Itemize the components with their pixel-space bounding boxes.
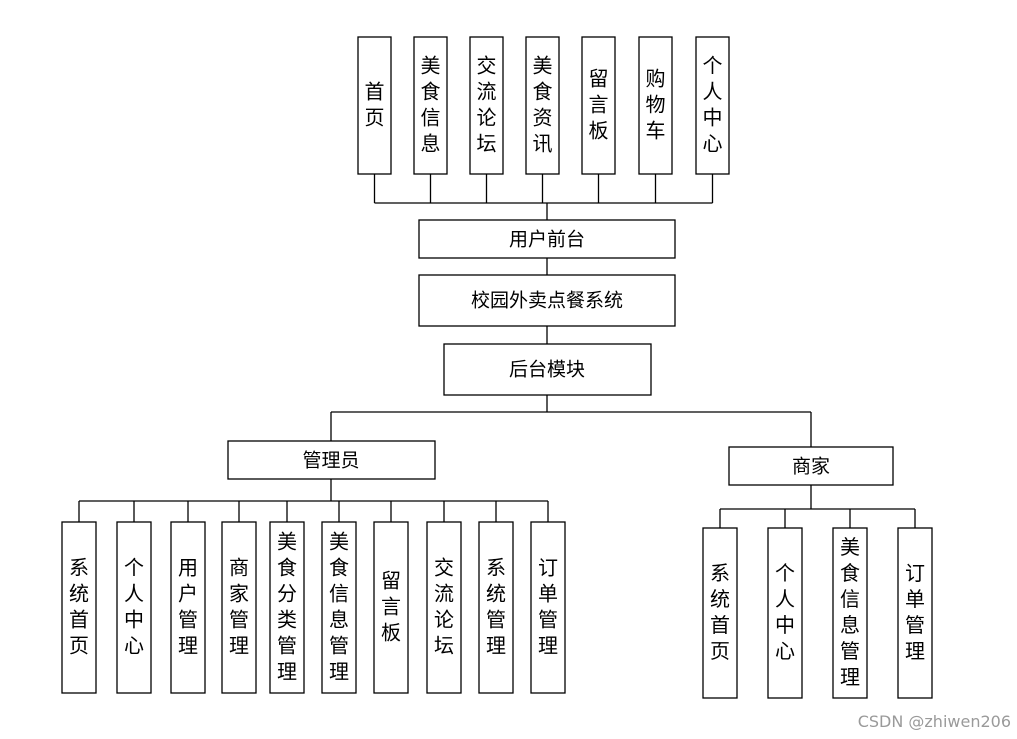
admin-module-label: 订单管理 (538, 555, 558, 657)
admin-module-10: 订单管理 (530, 521, 566, 694)
merchant-module-4: 订单管理 (897, 527, 933, 699)
top-module-label: 个人中心 (703, 53, 723, 155)
backend-node: 后台模块 (443, 343, 652, 396)
top-module-7: 个人中心 (695, 36, 730, 175)
merchant-module-2: 个人中心 (767, 527, 803, 699)
system-name-node: 校园外卖点餐系统 (418, 274, 676, 327)
admin-module-label: 交流论坛 (434, 555, 454, 657)
top-module-5: 留言板 (581, 36, 616, 175)
top-module-6: 购物车 (638, 36, 673, 175)
top-module-label: 首页 (365, 79, 385, 129)
admin-module-label: 美食信息管理 (329, 529, 349, 683)
admin-module-8: 交流论坛 (426, 521, 462, 694)
admin-label: 管理员 (302, 450, 359, 472)
admin-module-label: 系统首页 (69, 555, 89, 657)
top-module-label: 留言板 (589, 66, 609, 142)
merchant-module-1: 系统首页 (702, 527, 738, 699)
top-module-label: 美食信息 (421, 53, 441, 155)
admin-module-nodes: 系统首页 个人中心 用户管理 商家管理 美食分类管理 美食信息管理 留言板 交流论坛 系统管理 订… (61, 521, 566, 694)
user-frontend-node: 用户前台 (418, 219, 676, 259)
admin-module-label: 用户管理 (178, 555, 198, 657)
admin-module-label: 留言板 (381, 568, 401, 644)
admin-node: 管理员 (227, 440, 436, 480)
admin-module-6: 美食信息管理 (321, 521, 357, 694)
admin-module-5: 美食分类管理 (269, 521, 305, 694)
merchant-module-label: 订单管理 (905, 561, 925, 663)
merchant-module-label: 美食信息管理 (840, 535, 860, 689)
admin-module-label: 系统管理 (486, 555, 506, 657)
watermark: CSDN @zhiwen206 (857, 712, 1011, 731)
merchant-module-3: 美食信息管理 (832, 527, 868, 699)
merchant-node: 商家 (728, 446, 894, 486)
admin-module-label: 个人中心 (124, 555, 144, 657)
system-name-label: 校园外卖点餐系统 (471, 290, 623, 312)
admin-module-7: 留言板 (373, 521, 409, 694)
top-module-nodes: 首页 美食信息 交流论坛 美食资讯 留言板 购物车 个人中心 (357, 36, 730, 175)
admin-module-3: 用户管理 (170, 521, 206, 694)
admin-module-9: 系统管理 (478, 521, 514, 694)
top-module-2: 美食信息 (413, 36, 448, 175)
admin-module-4: 商家管理 (221, 521, 257, 694)
backend-label: 后台模块 (509, 359, 585, 381)
merchant-module-nodes: 系统首页 个人中心 美食信息管理 订单管理 (702, 527, 933, 699)
admin-module-label: 美食分类管理 (277, 529, 297, 683)
admin-module-2: 个人中心 (116, 521, 152, 694)
admin-module-1: 系统首页 (61, 521, 97, 694)
connector-lines (78, 174, 916, 528)
top-module-label: 美食资讯 (533, 53, 553, 155)
top-module-1: 首页 (357, 36, 392, 175)
top-module-4: 美食资讯 (525, 36, 560, 175)
admin-module-label: 商家管理 (229, 555, 249, 657)
top-module-label: 交流论坛 (477, 53, 497, 155)
user-frontend-label: 用户前台 (509, 229, 585, 251)
merchant-module-label: 个人中心 (775, 561, 795, 663)
merchant-label: 商家 (792, 456, 830, 478)
top-module-label: 购物车 (646, 66, 666, 142)
merchant-module-label: 系统首页 (710, 561, 730, 663)
diagram-nodes: 用户前台 校园外卖点餐系统 后台模块 管理员 商家 (227, 219, 894, 486)
top-module-3: 交流论坛 (469, 36, 504, 175)
